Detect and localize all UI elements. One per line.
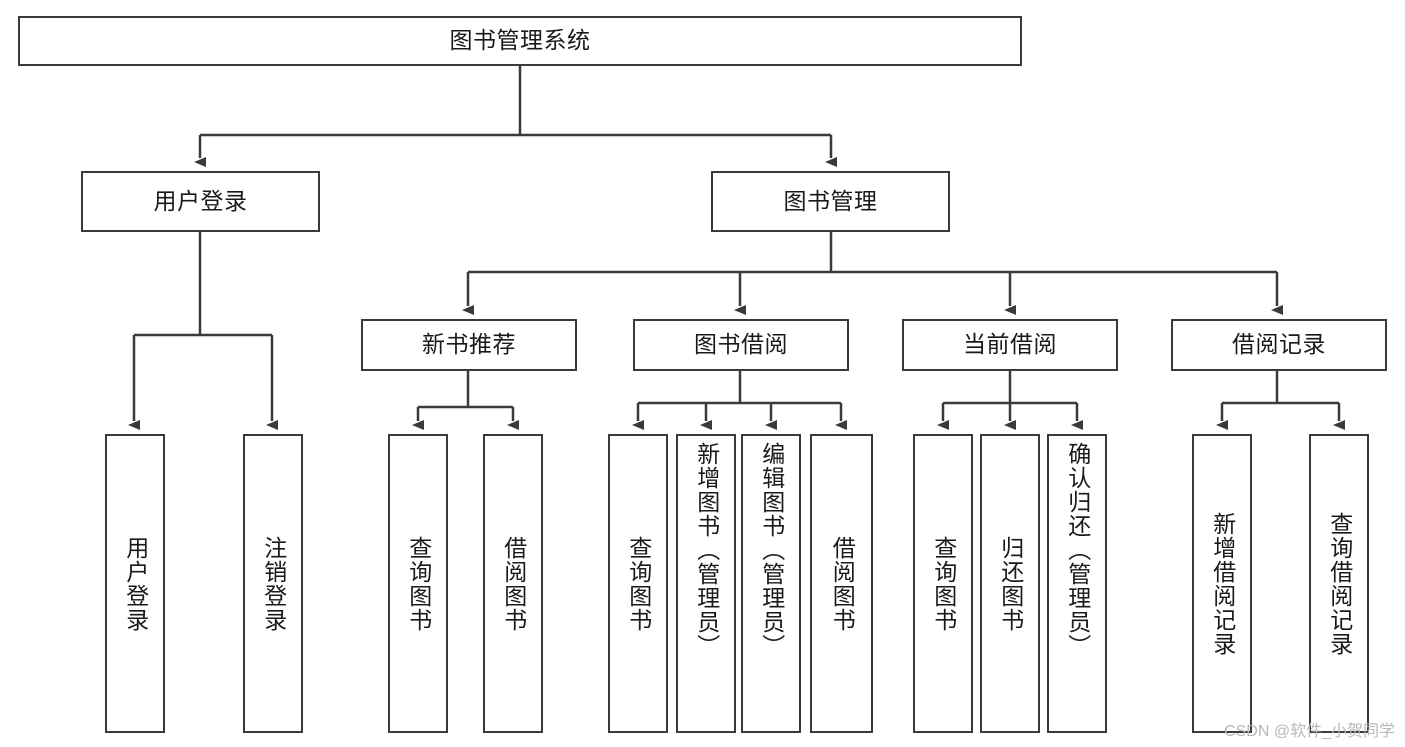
node-leaf-borrow-book-2[interactable]: 借阅图书 — [810, 434, 873, 733]
node-leaf-return-book-label: 归还图书 — [997, 535, 1024, 632]
node-leaf-confirm-return[interactable]: 确认归还（管理员） — [1047, 434, 1107, 733]
node-book-borrow[interactable]: 图书借阅 — [633, 319, 849, 371]
node-root-label: 图书管理系统 — [449, 27, 591, 54]
node-leaf-borrow-book-2-label: 借阅图书 — [829, 535, 856, 632]
node-current-borrow[interactable]: 当前借阅 — [902, 319, 1118, 371]
node-leaf-user-login[interactable]: 用户登录 — [105, 434, 165, 733]
node-leaf-query-book-1-label: 查询图书 — [405, 535, 432, 632]
node-leaf-confirm-return-label: 确认归还（管理员） — [1064, 442, 1091, 658]
node-root[interactable]: 图书管理系统 — [18, 16, 1022, 66]
node-leaf-query-book-3[interactable]: 查询图书 — [913, 434, 973, 733]
node-leaf-borrow-book-1-label: 借阅图书 — [500, 535, 527, 632]
node-user-login[interactable]: 用户登录 — [81, 171, 320, 232]
node-new-book-recommend-label: 新书推荐 — [422, 331, 516, 358]
node-leaf-user-login-label: 用户登录 — [122, 535, 149, 632]
node-leaf-user-logout[interactable]: 注销登录 — [243, 434, 303, 733]
node-leaf-add-record[interactable]: 新增借阅记录 — [1192, 434, 1252, 733]
node-leaf-return-book[interactable]: 归还图书 — [980, 434, 1040, 733]
node-leaf-add-book-admin-label: 新增图书（管理员） — [693, 442, 720, 658]
node-current-borrow-label: 当前借阅 — [963, 331, 1057, 358]
node-leaf-query-record[interactable]: 查询借阅记录 — [1309, 434, 1369, 733]
node-leaf-borrow-book-1[interactable]: 借阅图书 — [483, 434, 543, 733]
node-book-manage-label: 图书管理 — [783, 187, 878, 214]
node-book-manage[interactable]: 图书管理 — [711, 171, 950, 232]
node-leaf-query-book-2-label: 查询图书 — [625, 535, 652, 632]
node-leaf-edit-book-admin-label: 编辑图书（管理员） — [758, 442, 785, 658]
node-book-borrow-label: 图书借阅 — [694, 331, 788, 358]
node-borrow-record[interactable]: 借阅记录 — [1171, 319, 1387, 371]
node-leaf-edit-book-admin[interactable]: 编辑图书（管理员） — [741, 434, 801, 733]
node-new-book-recommend[interactable]: 新书推荐 — [361, 319, 577, 371]
node-leaf-query-record-label: 查询借阅记录 — [1326, 511, 1353, 656]
node-borrow-record-label: 借阅记录 — [1232, 331, 1326, 358]
node-leaf-query-book-2[interactable]: 查询图书 — [608, 434, 668, 733]
node-user-login-label: 用户登录 — [153, 187, 248, 214]
node-leaf-add-book-admin[interactable]: 新增图书（管理员） — [676, 434, 736, 733]
node-leaf-query-book-1[interactable]: 查询图书 — [388, 434, 448, 733]
node-leaf-query-book-3-label: 查询图书 — [930, 535, 957, 632]
node-leaf-user-logout-label: 注销登录 — [260, 535, 287, 632]
node-leaf-add-record-label: 新增借阅记录 — [1209, 511, 1236, 656]
